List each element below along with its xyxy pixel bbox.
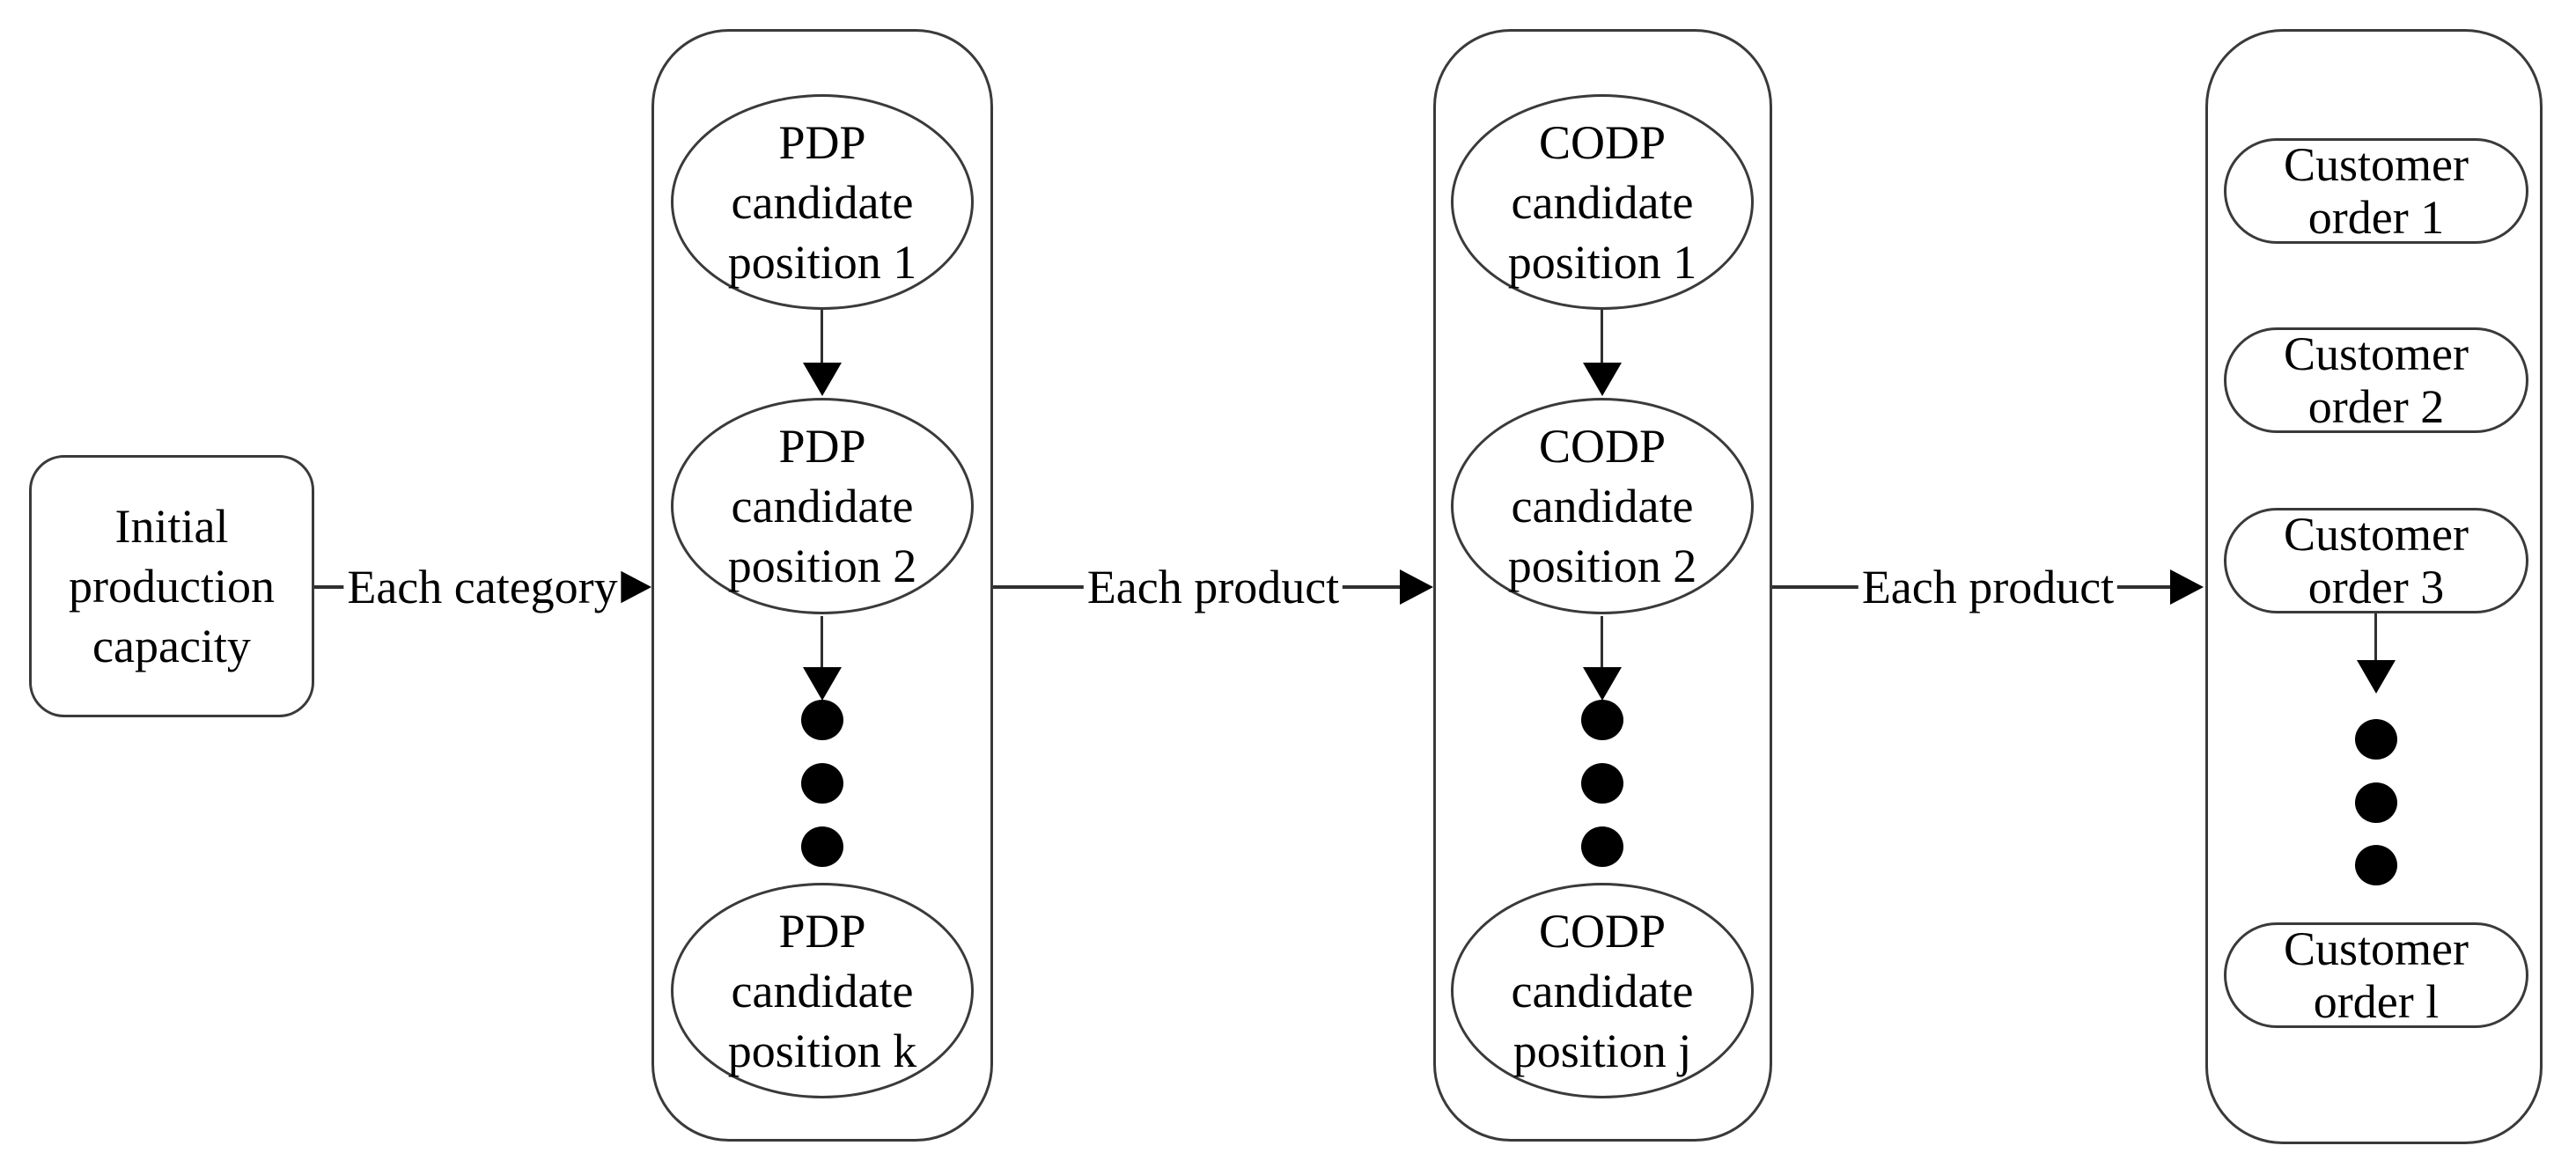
initial-box-line-2: production [69,560,275,613]
orders-connector-arrowhead-icon [2357,660,2396,694]
pdp-candidate-position-k-node: PDP candidate position k [671,883,974,1098]
codp-connector-arrowhead-1-icon [1583,363,1622,396]
codp-connector-line-1 [1601,310,1603,363]
codp-ellipsis-dot-1 [1581,700,1623,740]
each-product-arrowhead-2-icon [2170,569,2204,605]
pdp-node-k-line-2: candidate [731,964,914,1017]
customer-order-1-line-2: order 1 [2307,191,2445,244]
pdp-ellipsis-dot-2 [801,763,843,804]
pdp-connector-line-1 [821,310,823,363]
codp-node-1-line-1: CODP [1538,115,1667,169]
customer-order-3-line-2: order 3 [2307,561,2445,613]
customer-order-l-line-1: Customer [2284,922,2469,975]
pdp-candidate-position-1-node: PDP candidate position 1 [671,94,974,310]
codp-node-2-line-1: CODP [1538,420,1667,473]
customer-order-2-line-2: order 2 [2307,380,2445,433]
codp-ellipsis-dot-2 [1581,763,1623,804]
pdp-node-2-line-2: candidate [731,480,914,532]
each-product-arrowhead-1-icon [1400,569,1433,605]
codp-candidate-position-2-node: CODP candidate position 2 [1451,398,1754,614]
pdp-connector-arrowhead-2-icon [803,667,842,701]
customer-order-3-node: Customer order 3 [2224,508,2528,613]
orders-ellipsis-dot-1 [2355,719,2397,760]
codp-node-2-line-3: position 2 [1507,540,1697,592]
codp-ellipsis-dot-3 [1581,826,1623,867]
pdp-node-k-line-1: PDP [778,904,866,958]
initial-box-line-1: Initial [114,500,229,553]
orders-ellipsis-dot-3 [2355,845,2397,885]
orders-connector-line [2374,613,2377,660]
pdp-node-1-line-1: PDP [778,115,866,169]
initial-box-line-3: capacity [92,620,251,672]
customer-order-2-line-1: Customer [2284,327,2469,380]
pdp-ellipsis-dot-1 [801,700,843,740]
customer-order-2-node: Customer order 2 [2224,327,2528,433]
pdp-node-2-line-3: position 2 [727,540,917,592]
pdp-node-1-line-2: candidate [731,175,914,229]
pdp-ellipsis-dot-3 [801,826,843,867]
pdp-connector-arrowhead-1-icon [803,363,842,396]
each-product-arrow-label-2: Each product [1858,562,2118,613]
codp-node-1-line-2: candidate [1511,175,1694,229]
initial-production-capacity-box: Initial production capacity [29,455,314,717]
codp-node-1-line-3: position 1 [1507,235,1697,289]
each-category-arrow-label: Each category [343,562,622,613]
codp-node-2-line-2: candidate [1511,480,1694,532]
codp-connector-arrowhead-2-icon [1583,667,1622,701]
customer-order-3-line-1: Customer [2284,508,2469,561]
codp-node-j-line-3: position j [1512,1024,1692,1077]
codp-candidate-position-1-node: CODP candidate position 1 [1451,94,1754,310]
customer-order-l-node: Customer order l [2224,922,2528,1028]
orders-ellipsis-dot-2 [2355,782,2397,823]
each-category-arrowhead-icon [618,569,651,605]
each-product-arrow-label-1: Each product [1083,562,1343,613]
codp-connector-line-2 [1601,616,1603,667]
pdp-node-2-line-1: PDP [778,420,866,473]
codp-node-j-line-1: CODP [1538,904,1667,958]
pdp-candidate-position-2-node: PDP candidate position 2 [671,398,974,614]
customer-order-1-node: Customer order 1 [2224,138,2528,244]
codp-candidate-position-j-node: CODP candidate position j [1451,883,1754,1098]
customer-order-l-line-2: order l [2313,975,2440,1028]
pdp-node-1-line-3: position 1 [727,235,917,289]
customer-order-1-line-1: Customer [2284,138,2469,191]
pdp-connector-line-2 [821,616,823,667]
pdp-node-k-line-3: position k [727,1024,917,1077]
codp-node-j-line-2: candidate [1511,964,1694,1017]
